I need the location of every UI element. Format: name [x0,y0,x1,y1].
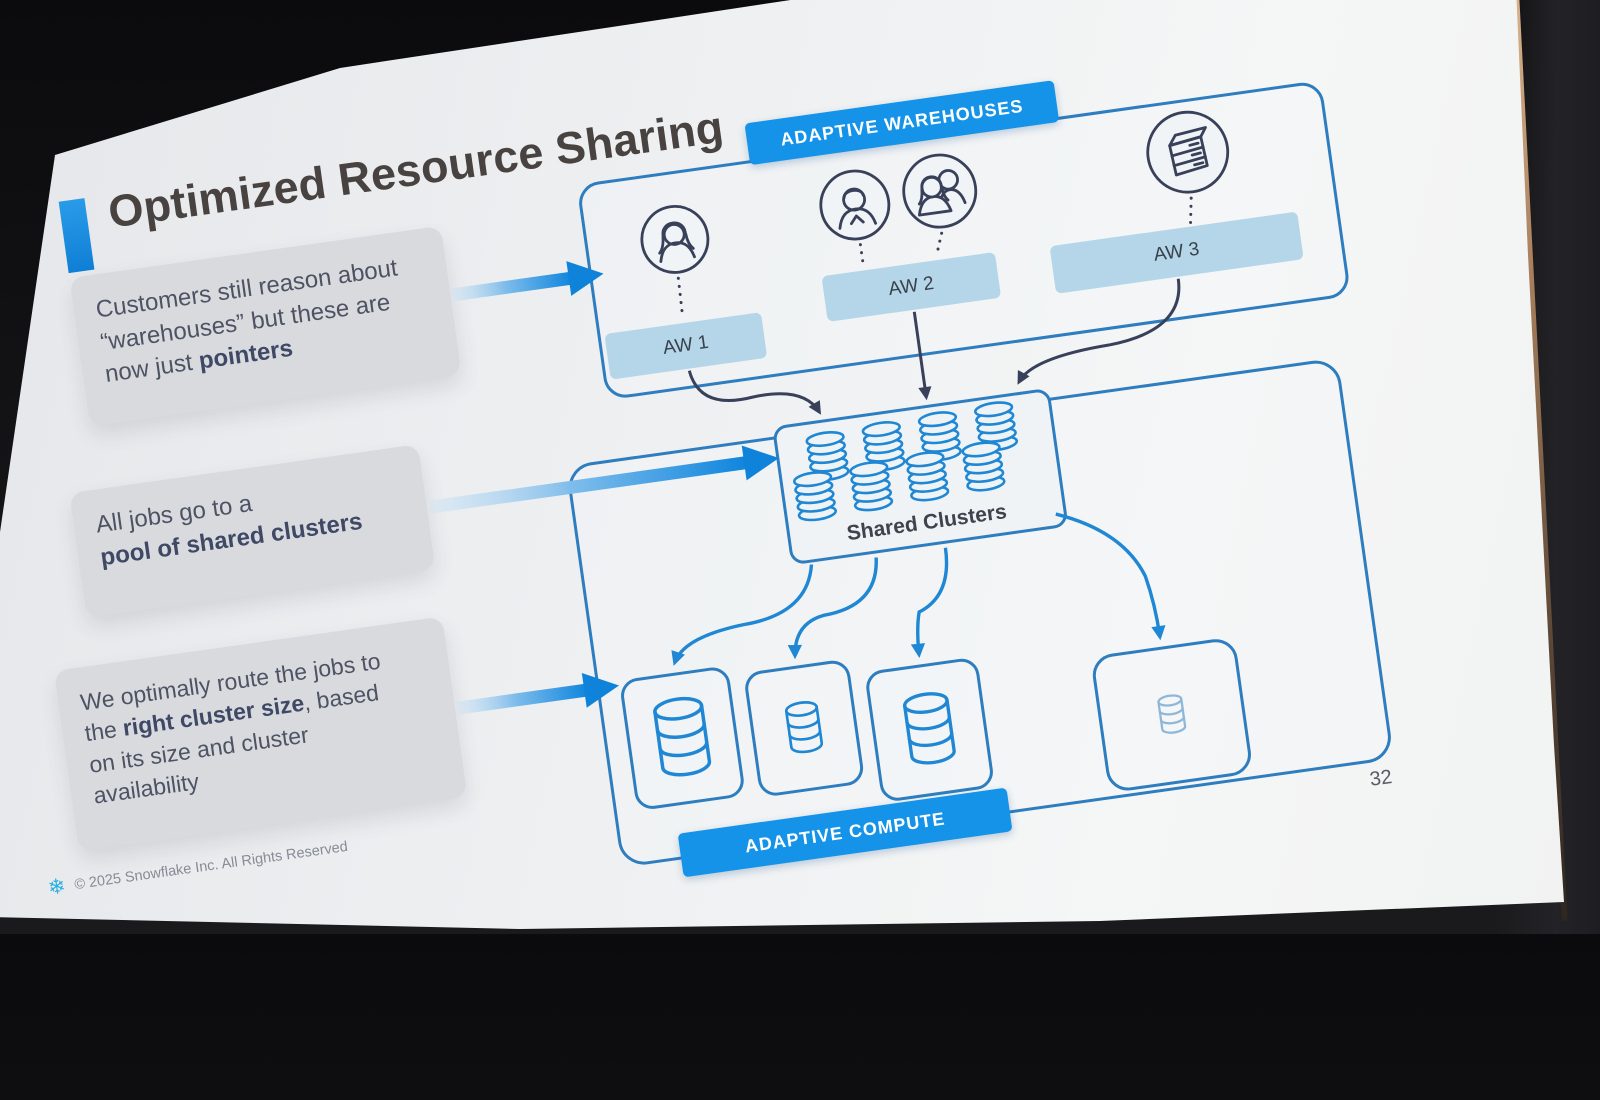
copyright-text: © 2025 Snowflake Inc. All Rights Reserve… [73,838,349,893]
database-icon [653,696,712,777]
callout-optimal-routing: We optimally route the jobs to the right… [53,616,468,852]
page-number: 32 [1368,765,1394,791]
callout-arrow-3 [456,673,620,715]
photo-scene: Optimized Resource Sharing Customers sti… [0,0,1600,934]
slide-surface: Optimized Resource Sharing Customers sti… [0,0,1564,929]
database-icon [903,692,956,765]
compute-cluster-large-2 [863,656,996,804]
user-male-icon [819,169,891,241]
user-female-icon [640,205,710,274]
callout-arrow-1 [450,261,604,302]
compute-cluster-large-1 [618,665,747,812]
callout-shared-pool: All jobs go to a pool of shared clusters [69,444,436,618]
users-pair-icon [902,153,978,229]
server-icon [1146,110,1230,194]
database-icon [784,701,824,754]
compute-cluster-small-1 [742,658,866,798]
title-accent-bar [58,198,95,274]
snowflake-icon: ❄ [46,874,68,900]
compute-cluster-tiny-1 [1090,636,1254,794]
callout-warehouses-pointers: Customers still reason about “warehouses… [69,225,462,427]
database-icon [1157,694,1187,734]
